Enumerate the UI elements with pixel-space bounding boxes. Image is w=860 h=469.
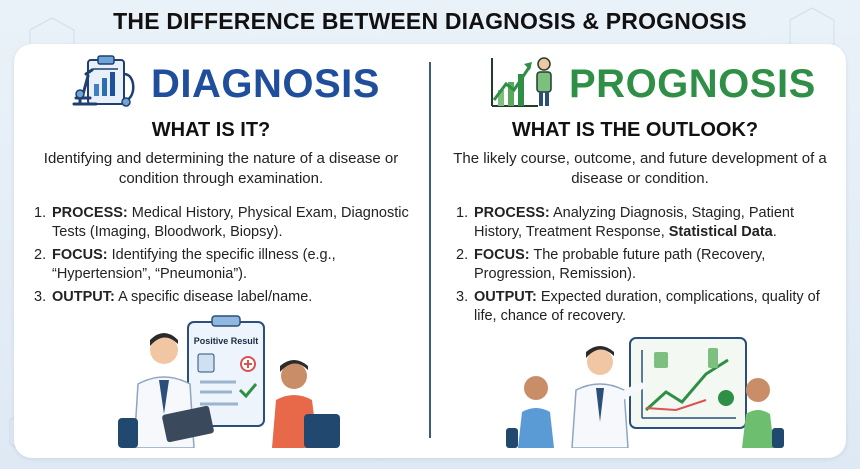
prognosis-panel: PROGNOSIS WHAT IS THE OUTLOOK? The likel… <box>436 44 846 458</box>
diagnosis-points: 1. PROCESS: Medical History, Physical Ex… <box>34 204 414 311</box>
point-number: 1. <box>456 205 469 221</box>
point-number: 3. <box>456 289 469 305</box>
point-label: PROCESS: <box>474 205 550 221</box>
diagnosis-point-output: 3. OUTPUT: A specific disease label/name… <box>34 288 414 307</box>
point-text: Expected duration, complications, qualit… <box>474 289 820 324</box>
point-label: OUTPUT: <box>474 289 537 305</box>
point-number: 2. <box>456 247 469 263</box>
diagnosis-heading-row: DIAGNOSIS <box>14 54 424 112</box>
doctor-explaining-illustration <box>506 337 784 448</box>
positive-result-label: Positive Result <box>194 336 259 346</box>
point-text: Identifying the specific illness (e.g., … <box>52 247 336 282</box>
prognosis-points: 1. PROCESS: Analyzing Diagnosis, Staging… <box>456 204 836 330</box>
diagnosis-point-process: 1. PROCESS: Medical History, Physical Ex… <box>34 204 414 242</box>
point-label: PROCESS: <box>52 205 128 221</box>
center-divider <box>429 62 431 438</box>
diagnosis-question: WHAT IS IT? <box>151 119 271 141</box>
diagnosis-definition: Identifying and determining the nature o… <box>43 150 399 187</box>
point-label: FOCUS: <box>474 247 530 263</box>
microscope-clipboard-icon <box>72 55 135 107</box>
prognosis-heading: PROGNOSIS <box>569 62 816 106</box>
prognosis-point-focus: 2. FOCUS: The probable future path (Reco… <box>456 246 836 284</box>
diagnosis-point-focus: 2. FOCUS: Identifying the specific illne… <box>34 246 414 284</box>
point-label: OUTPUT: <box>52 289 115 305</box>
diagnosis-panel: DIAGNOSIS WHAT IS IT? Identifying and de… <box>14 44 424 458</box>
prognosis-question: WHAT IS THE OUTLOOK? <box>511 119 759 141</box>
point-text: A specific disease label/name. <box>114 289 313 305</box>
point-number: 3. <box>34 289 47 305</box>
point-text: Medical History, Physical Exam, Diagnost… <box>52 205 409 240</box>
point-bold-text: Statistical Data <box>668 224 773 240</box>
prognosis-point-output: 3. OUTPUT: Expected duration, complicati… <box>456 288 836 326</box>
growth-chart-person-icon <box>491 57 552 107</box>
prognosis-heading-row: PROGNOSIS <box>436 54 846 112</box>
point-tail: . <box>772 224 777 240</box>
prognosis-point-process: 1. PROCESS: Analyzing Diagnosis, Staging… <box>456 204 836 242</box>
prognosis-definition: The likely course, outcome, and future d… <box>453 150 827 187</box>
point-number: 2. <box>34 247 47 263</box>
point-text: The probable future path (Recovery, Prog… <box>474 247 766 282</box>
point-label: FOCUS: <box>52 247 108 263</box>
point-number: 1. <box>34 205 47 221</box>
page-title: THE DIFFERENCE BETWEEN DIAGNOSIS & PROGN… <box>113 8 747 34</box>
point-text: Analyzing Diagnosis, Staging, Patient Hi… <box>474 205 794 240</box>
diagnosis-heading: DIAGNOSIS <box>151 62 380 106</box>
doctor-patient-illustration: Positive Result <box>118 315 340 448</box>
